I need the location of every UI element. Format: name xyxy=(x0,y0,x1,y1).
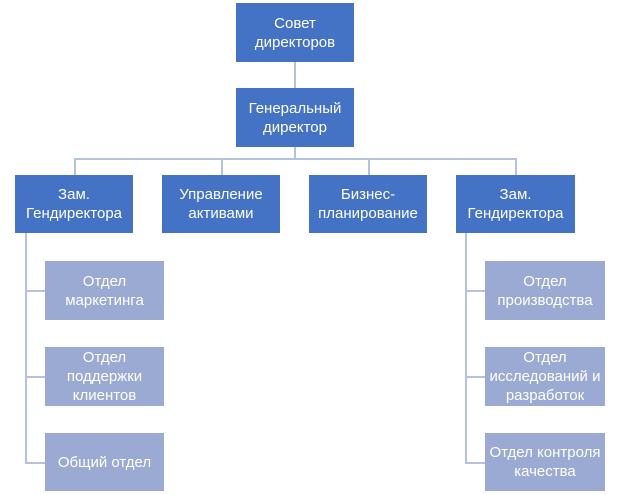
connector-to-level2-4 xyxy=(515,158,517,175)
customer-support-department-box: Отдел поддержки клиентов xyxy=(45,347,164,406)
deputy-ceo-left-box: Зам. Гендиректора xyxy=(15,175,133,233)
general-department-box: Общий отдел xyxy=(45,433,164,491)
quality-control-department-box: Отдел контроля качества xyxy=(485,433,605,491)
connector-left-dept-1 xyxy=(25,290,45,292)
deputy-ceo-right-box: Зам. Гендиректора xyxy=(456,175,575,233)
connector-right-dept-3 xyxy=(465,462,485,464)
rnd-department-box: Отдел исследований и разработок xyxy=(485,347,605,406)
production-department-box: Отдел производства xyxy=(485,261,605,320)
general-director-box: Генеральный директор xyxy=(236,88,354,147)
connector-left-dept-2 xyxy=(25,376,45,378)
connector-to-level2-2 xyxy=(221,158,223,175)
business-planning-box: Бизнес- планирование xyxy=(309,175,427,233)
connector-horizontal-bus xyxy=(74,158,517,160)
connector-right-dept-1 xyxy=(465,290,485,292)
marketing-department-box: Отдел маркетинга xyxy=(45,261,164,320)
connector-left-dept-3 xyxy=(25,462,45,464)
connector-left-spine xyxy=(25,233,27,463)
board-of-directors-box: Совет директоров xyxy=(236,3,354,62)
connector-to-level2-1 xyxy=(74,158,76,175)
connector-to-level2-3 xyxy=(368,158,370,175)
asset-management-box: Управление активами xyxy=(162,175,280,233)
connector-board-ceo xyxy=(294,62,296,88)
connector-right-spine xyxy=(465,233,467,463)
connector-right-dept-2 xyxy=(465,376,485,378)
connector-ceo-down xyxy=(294,147,296,159)
